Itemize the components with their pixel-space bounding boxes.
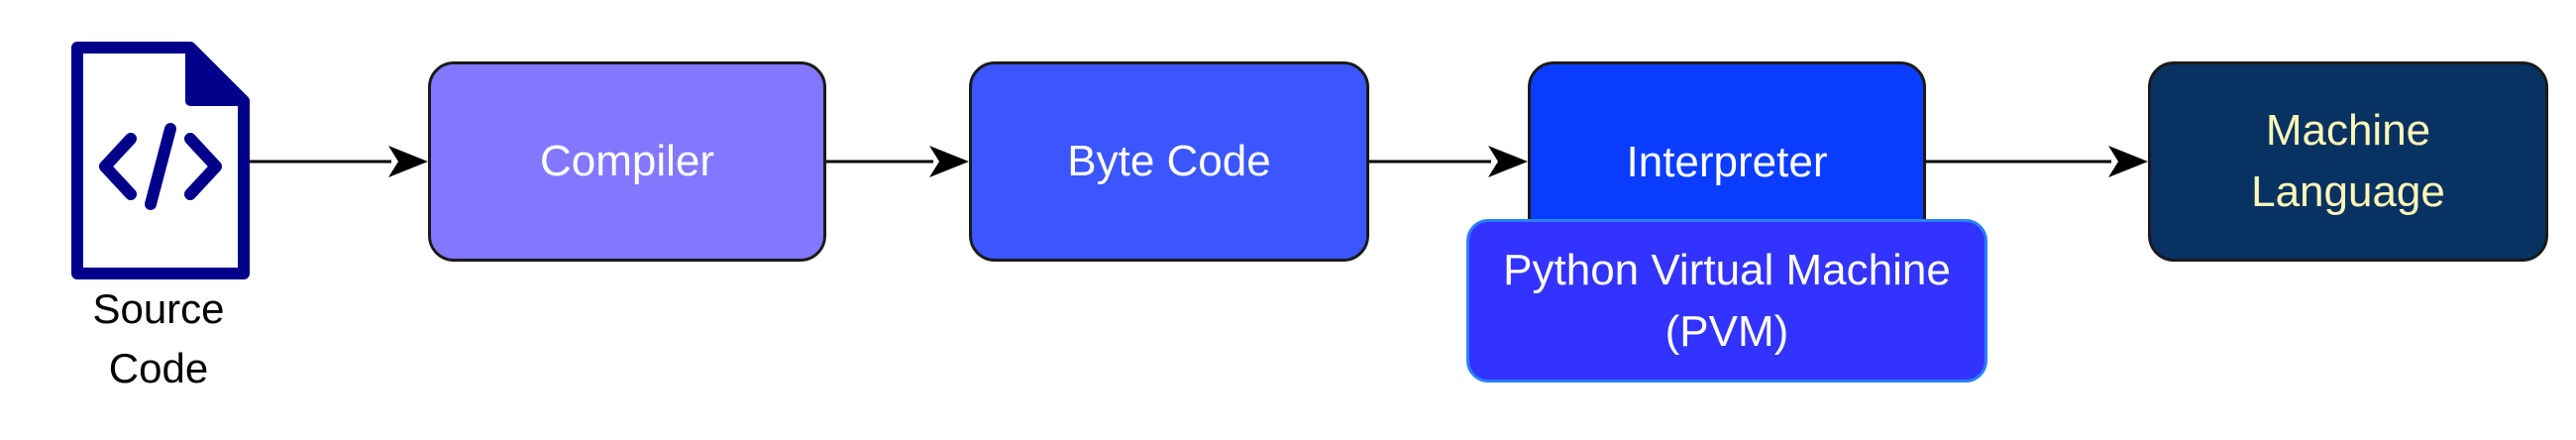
pvm-node: Python Virtual Machine (PVM) bbox=[1466, 219, 1987, 383]
byte-code-node: Byte Code bbox=[969, 61, 1369, 262]
byte-code-label: Byte Code bbox=[1067, 137, 1271, 186]
machine-language-label-line1: Machine bbox=[2265, 106, 2431, 156]
compiler-label: Compiler bbox=[539, 137, 715, 186]
interpreter-label: Interpreter bbox=[1626, 138, 1828, 186]
code-file-icon bbox=[71, 42, 250, 279]
source-code-label-line1: Source bbox=[92, 285, 225, 332]
compiler-node: Compiler bbox=[428, 61, 826, 262]
pvm-label-line2: (PVM) bbox=[1664, 306, 1789, 356]
edge-compiler-to-bytecode bbox=[826, 146, 969, 177]
source-code-label-line2: Code bbox=[108, 345, 209, 391]
machine-language-label-line2: Language bbox=[2251, 167, 2445, 216]
pvm-label-line1: Python Virtual Machine bbox=[1503, 245, 1951, 294]
edge-bytecode-to-interpreter bbox=[1369, 146, 1528, 177]
edge-source-to-compiler bbox=[248, 146, 428, 177]
source-code-label: Source Code bbox=[40, 279, 277, 398]
edge-interpreter-to-machine bbox=[1926, 146, 2148, 177]
machine-language-node: Machine Language bbox=[2148, 61, 2548, 262]
